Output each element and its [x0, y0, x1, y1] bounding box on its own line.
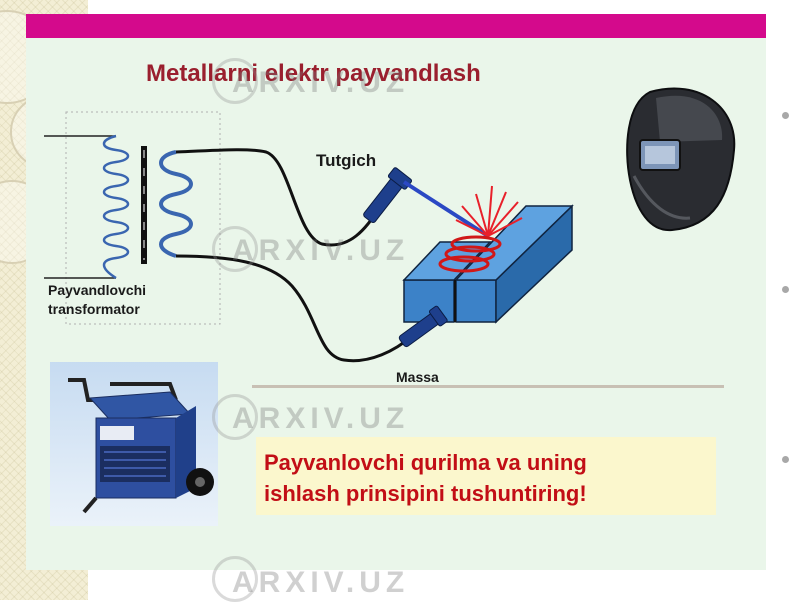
- heat-coil: [438, 235, 502, 273]
- watermark-ring: [212, 226, 258, 272]
- ground-label: Massa: [396, 369, 439, 385]
- transformer-label-line1: Payvandlovchi: [48, 282, 147, 298]
- question-line-2: ishlash prinsipini tushuntiring!: [264, 481, 587, 506]
- watermark-ring: [212, 394, 258, 440]
- ground-clamp: [398, 305, 448, 348]
- ground-cable: [175, 254, 413, 363]
- watermark-ring: [212, 58, 258, 104]
- welding-arc: [455, 185, 523, 237]
- transformer-frame: [65, 111, 221, 325]
- watermark-text: ARXIV.UZ: [232, 402, 410, 435]
- section-divider: [252, 385, 724, 388]
- electrode-holder: [363, 167, 413, 224]
- slide-top-bar: [26, 14, 766, 38]
- secondary-coil: [159, 150, 193, 258]
- watermark-text: ARXIV.UZ: [232, 66, 410, 99]
- question-text: Payvanlovchi qurilma va uning ishlash pr…: [264, 447, 587, 509]
- side-bullet: [782, 456, 789, 463]
- watermark-text: ARXIV.UZ: [232, 566, 410, 599]
- question-line-1: Payvanlovchi qurilma va uning: [264, 450, 587, 475]
- slide-title: Metallarni elektr payvandlash: [146, 60, 481, 87]
- question-box: [256, 437, 716, 515]
- holder-label: Tutgich: [316, 151, 377, 170]
- holder-cable: [175, 148, 380, 247]
- electrode-rod: [402, 180, 490, 238]
- welding-machine-image: [50, 362, 218, 526]
- side-bullet: [782, 286, 789, 293]
- side-bullet: [782, 112, 789, 119]
- welding-helmet-image: [626, 87, 736, 232]
- transformer-label: Payvandlovchi transformator: [48, 281, 146, 319]
- transformer-label-line2: transformator: [48, 301, 140, 317]
- primary-coil: [102, 134, 130, 280]
- watermark-text: ARXIV.UZ: [232, 234, 410, 267]
